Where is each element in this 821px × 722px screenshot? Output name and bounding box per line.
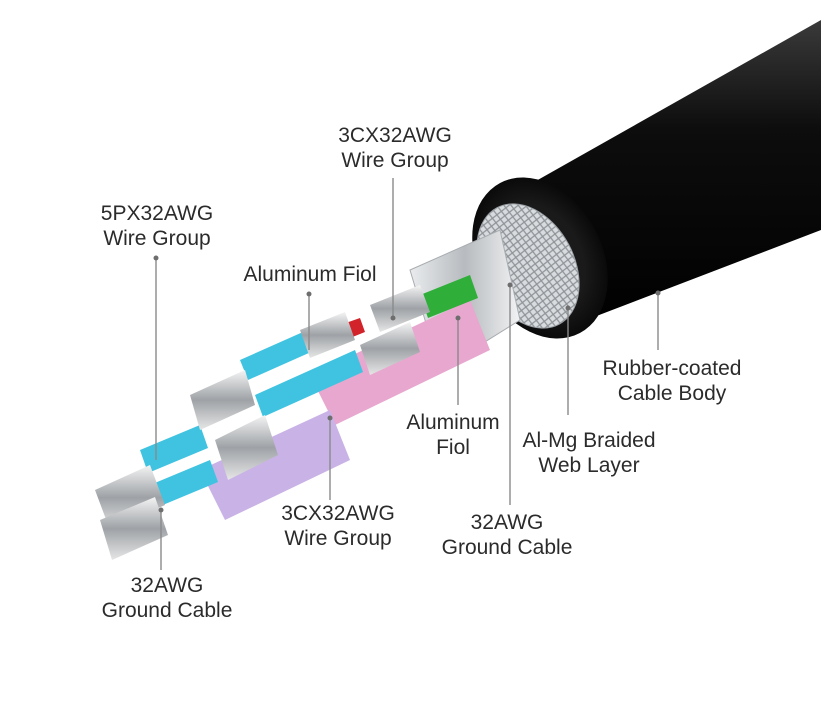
label-rubber-coated-body: Rubber-coated Cable Body [592,356,752,406]
label-aluminum-foil-top: Aluminum Fiol [230,262,390,287]
label-wire-group-top: 3CX32AWG Wire Group [330,123,460,173]
wire-bundles [95,275,490,560]
label-ground-cable-left: 32AWG Ground Cable [92,573,242,623]
label-line: Wire Group [341,149,449,172]
leader-lines [153,178,661,570]
label-line: Web Layer [538,454,640,477]
label-aluminum-foil-mid: Aluminum Fiol [398,410,508,460]
label-line: Wire Group [284,527,392,550]
label-line: Aluminum [406,411,500,434]
label-line: Ground Cable [101,599,233,622]
label-wire-group-bottom: 3CX32AWG Wire Group [273,501,403,551]
label-line: Aluminum Fiol [243,263,377,286]
label-line: 3CX32AWG [338,124,452,147]
label-line: Ground Cable [441,536,573,559]
label-line: Fiol [436,436,470,459]
label-line: 5PX32AWG [100,202,214,225]
label-line: 32AWG [470,511,544,534]
label-line: Wire Group [103,227,211,250]
label-ground-cable-right: 32AWG Ground Cable [432,510,582,560]
label-line: Cable Body [617,382,727,405]
label-line: Rubber-coated [602,357,742,380]
label-line: Al-Mg Braided [522,429,656,452]
label-line: 32AWG [130,574,204,597]
label-wire-group-5p: 5PX32AWG Wire Group [92,201,222,251]
label-line: 3CX32AWG [281,502,395,525]
label-braided-web-layer: Al-Mg Braided Web Layer [514,428,664,478]
